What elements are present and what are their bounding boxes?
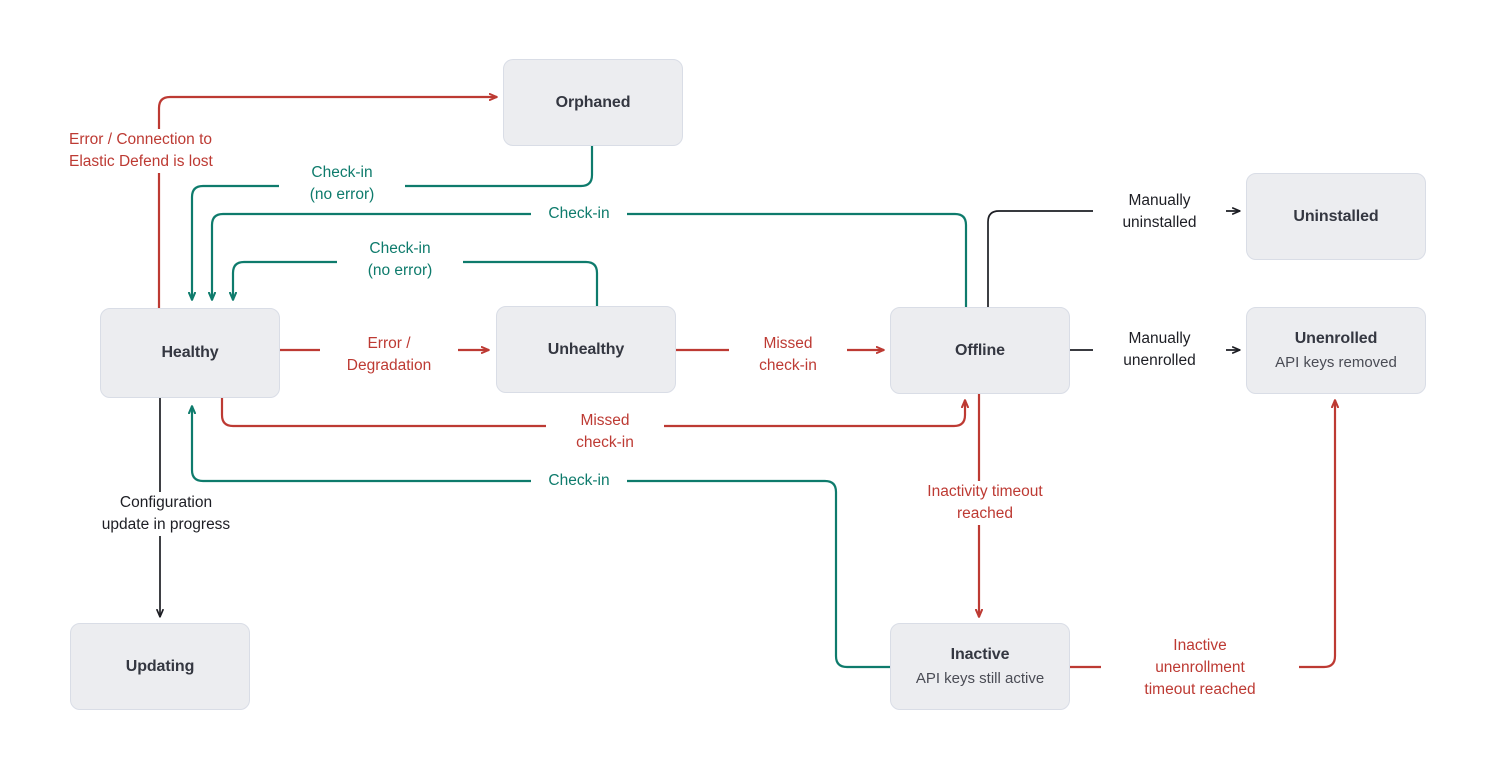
edge-label-healthy-to-orphaned: Error / Connection to Elastic Defend is …	[64, 129, 274, 173]
edge-inactive-to-unenrolled	[1069, 399, 1339, 669]
node-inactive-subtitle: API keys still active	[915, 669, 1045, 687]
node-unhealthy[interactable]: Unhealthy	[496, 306, 676, 393]
node-unenrolled-title: Unenrolled	[1294, 329, 1378, 347]
node-unenrolled-subtitle: API keys removed	[1275, 353, 1397, 371]
node-uninstalled[interactable]: Uninstalled	[1246, 173, 1426, 260]
edge-label-orphaned-to-healthy: Check-in (no error)	[279, 162, 405, 206]
edge-label-inactive-to-unenrolled: Inactive unenrollment timeout reached	[1101, 635, 1299, 701]
node-inactive-title: Inactive	[950, 645, 1010, 663]
edge-label-offline-to-inactive: Inactivity timeout reached	[890, 481, 1080, 525]
node-unhealthy-title: Unhealthy	[547, 340, 625, 358]
edge-label-unhealthy-to-offline: Missed check-in	[729, 333, 847, 377]
node-inactive[interactable]: Inactive API keys still active	[890, 623, 1070, 710]
edge-label-offline-to-uninstalled: Manually uninstalled	[1093, 190, 1226, 234]
node-healthy-title: Healthy	[161, 344, 219, 361]
edge-label-offline-to-unenrolled: Manually unenrolled	[1093, 328, 1226, 372]
node-healthy[interactable]: Healthy	[100, 308, 280, 398]
edge-label-healthy-to-offline: Missed check-in	[546, 410, 664, 454]
edge-healthy-to-orphaned	[157, 93, 498, 308]
node-updating-title: Updating	[125, 657, 195, 675]
edge-label-healthy-to-unhealthy: Error / Degradation	[320, 333, 458, 377]
edge-offline-to-uninstalled	[987, 207, 1241, 307]
node-orphaned-title: Orphaned	[555, 93, 631, 111]
node-uninstalled-title: Uninstalled	[1293, 207, 1379, 225]
edge-inactive-to-healthy	[188, 405, 890, 669]
node-offline[interactable]: Offline	[890, 307, 1070, 394]
edge-label-inactive-to-healthy: Check-in	[531, 470, 627, 492]
node-updating[interactable]: Updating	[70, 623, 250, 710]
edge-label-offline-to-healthy: Check-in	[531, 203, 627, 225]
edge-label-unhealthy-to-healthy: Check-in (no error)	[337, 238, 463, 282]
node-unenrolled[interactable]: Unenrolled API keys removed	[1246, 307, 1426, 394]
node-orphaned[interactable]: Orphaned	[503, 59, 683, 146]
edge-offline-to-healthy	[208, 212, 968, 307]
edge-label-healthy-to-updating: Configuration update in progress	[62, 492, 270, 536]
node-offline-title: Offline	[955, 341, 1005, 359]
